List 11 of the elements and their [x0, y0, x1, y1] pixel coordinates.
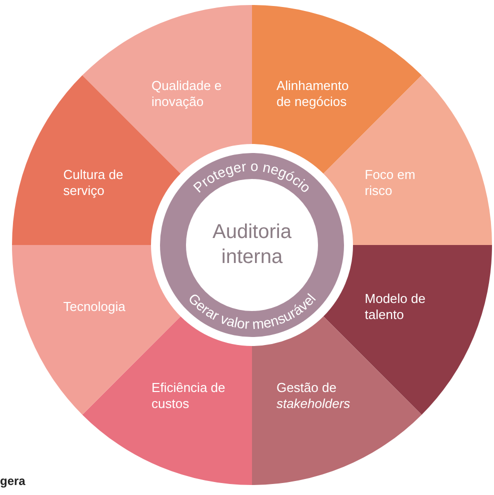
segment-label: Gestão de stakeholders [276, 380, 352, 412]
center-label: Auditoria interna [212, 220, 292, 270]
ring [160, 153, 344, 337]
segment-label: Alinhamento de negócios [276, 78, 352, 110]
segment-label: Qualidade e inovação [152, 78, 228, 110]
segment-label: Tecnologia [63, 299, 140, 316]
segment-label: Eficiência de custos [152, 380, 228, 412]
segment-label: Modelo de talento [364, 291, 441, 324]
segment-label: Cultura de serviço [63, 166, 140, 199]
segment-label: Foco em risco [364, 166, 441, 199]
note-text: gera [0, 474, 26, 488]
